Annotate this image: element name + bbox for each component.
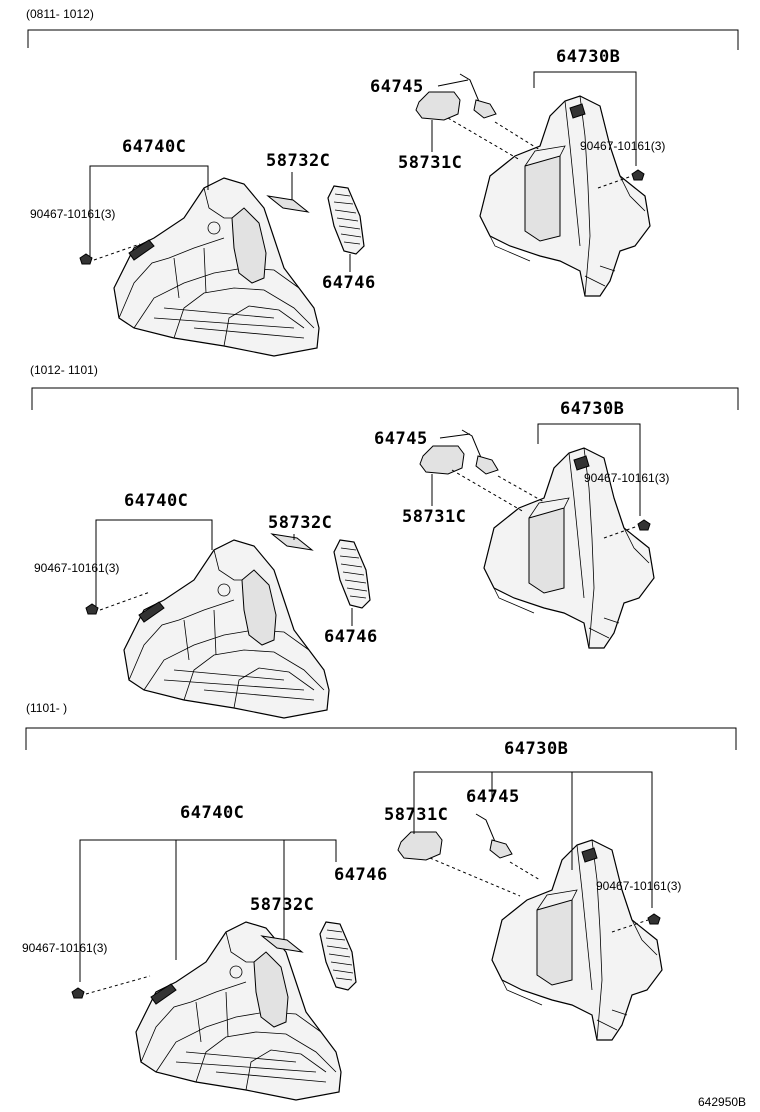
label-64740C: 64740C xyxy=(122,137,186,157)
grille-64746 xyxy=(333,539,371,609)
section-3: (1101- ) 64730B 58731C 64745 90467-10161… xyxy=(22,701,737,1101)
trim-panel-64730B xyxy=(479,95,651,297)
diagram-code: 642950B xyxy=(698,1095,746,1109)
period-label: (0811- 1012) xyxy=(26,7,94,21)
label-64730B: 64730B xyxy=(504,739,568,759)
label-64746: 64746 xyxy=(322,273,376,293)
pad-58731C xyxy=(419,445,465,475)
label-64746: 64746 xyxy=(324,627,378,647)
bracket-64745 xyxy=(461,429,499,475)
trim-panel-64730B xyxy=(491,839,663,1041)
label-clip-right: 90467-10161(3) xyxy=(584,471,669,485)
section-1: (0811- 1012) 64730B 64745 58731C 90467-1… xyxy=(26,7,739,357)
label-64740C: 64740C xyxy=(180,803,244,823)
label-64745: 64745 xyxy=(370,77,424,97)
clip xyxy=(71,987,85,999)
strip-58732C xyxy=(271,533,313,551)
label-58732C: 58732C xyxy=(268,513,332,533)
clip xyxy=(647,913,661,925)
label-58732C: 58732C xyxy=(266,151,330,171)
bracket-64745 xyxy=(475,813,513,859)
label-clip-right: 90467-10161(3) xyxy=(580,139,665,153)
period-label: (1101- ) xyxy=(26,701,67,715)
trim-panel-64740C xyxy=(123,539,330,719)
label-64740C: 64740C xyxy=(124,491,188,511)
label-clip-right: 90467-10161(3) xyxy=(596,879,681,893)
label-clip-left: 90467-10161(3) xyxy=(30,207,115,221)
label-58731C: 58731C xyxy=(402,507,466,527)
grille-64746 xyxy=(319,921,357,991)
label-clip-left: 90467-10161(3) xyxy=(34,561,119,575)
clip xyxy=(631,169,645,181)
period-label: (1012- 1101) xyxy=(30,363,98,377)
label-clip-left: 90467-10161(3) xyxy=(22,941,107,955)
label-64745: 64745 xyxy=(374,429,428,449)
clip xyxy=(637,519,651,531)
section-2: (1012- 1101) 64730B 64745 58731C 90467-1… xyxy=(30,363,739,719)
pad-58731C xyxy=(397,831,443,861)
strip-58732C xyxy=(267,195,309,213)
trim-panel-64740C xyxy=(135,921,342,1101)
label-64745: 64745 xyxy=(466,787,520,807)
label-64730B: 64730B xyxy=(556,47,620,67)
label-64730B: 64730B xyxy=(560,399,624,419)
label-64746: 64746 xyxy=(334,865,388,885)
label-58732C: 58732C xyxy=(250,895,314,915)
grille-64746 xyxy=(327,185,365,255)
label-58731C: 58731C xyxy=(398,153,462,173)
label-58731C: 58731C xyxy=(384,805,448,825)
